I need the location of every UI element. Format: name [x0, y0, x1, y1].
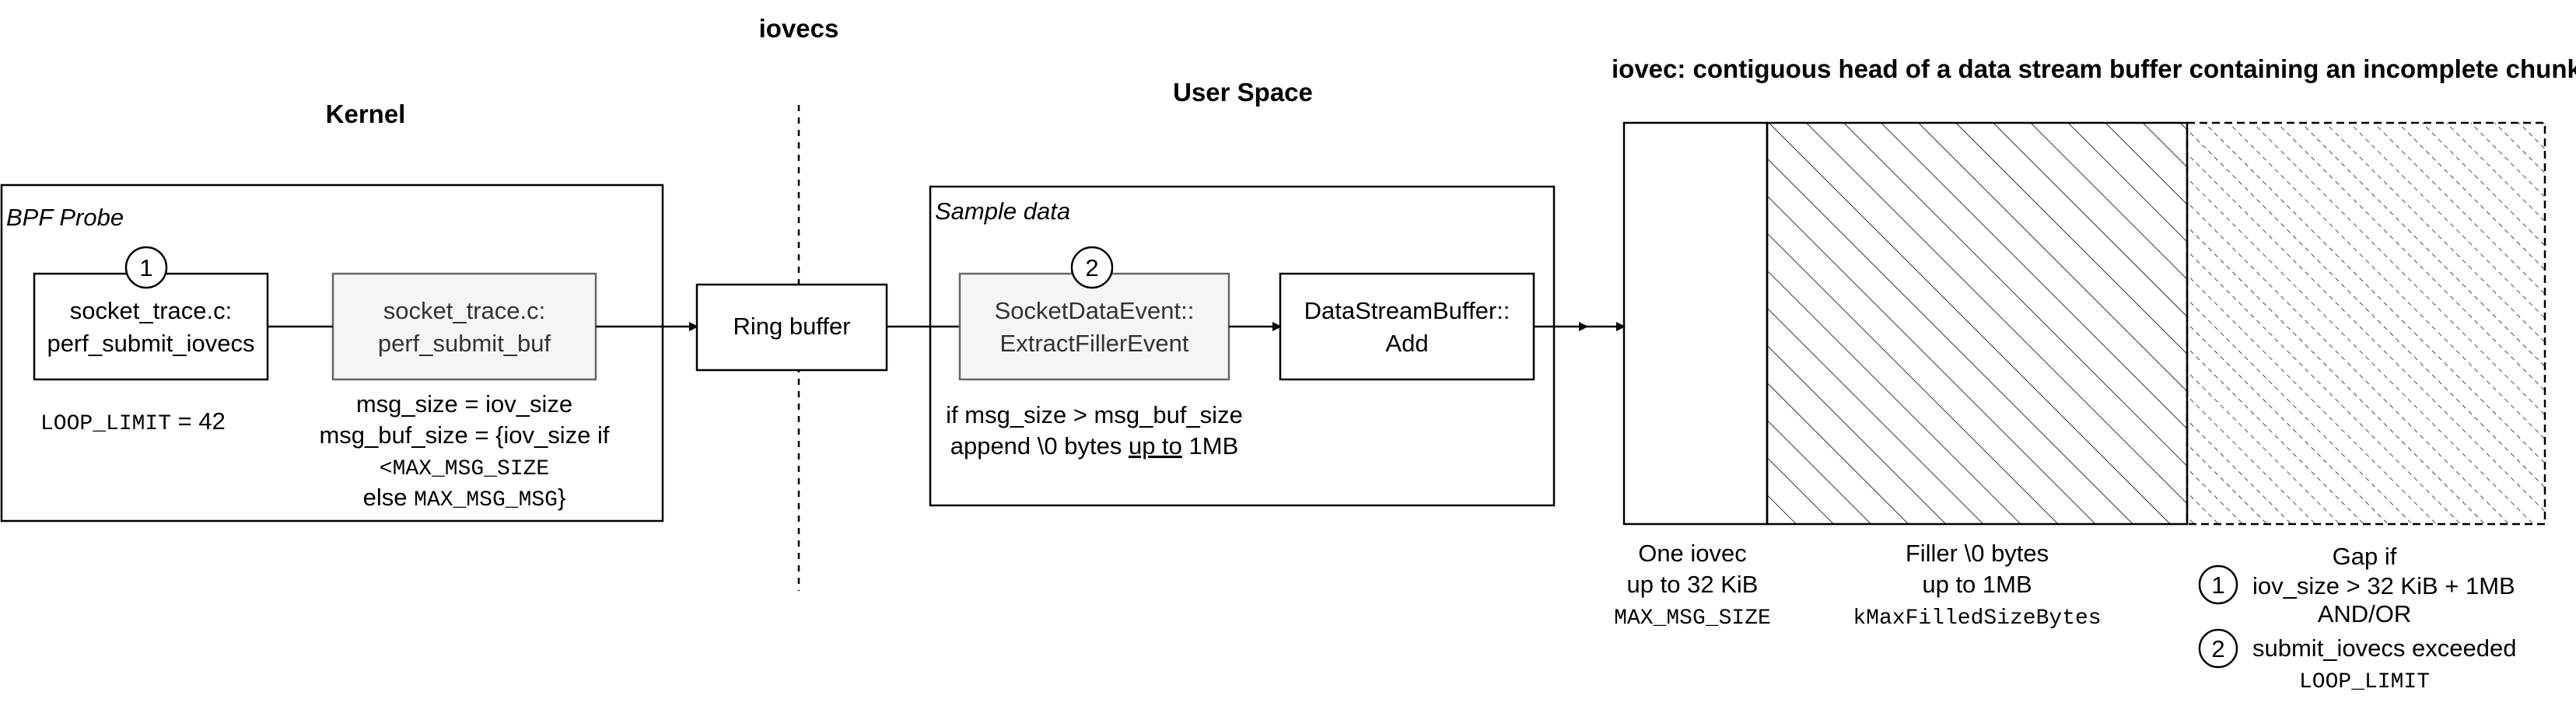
step-2-number: 2: [1085, 254, 1098, 281]
step-1-number: 1: [139, 254, 152, 281]
one-iovec-segment: [1622, 121, 1769, 526]
iovecs-heading: iovecs: [759, 14, 839, 43]
step-2-badge: [1070, 246, 1114, 289]
user-space-heading: User Space: [1173, 78, 1313, 107]
kernel-heading: Kernel: [326, 100, 406, 128]
svg-text:1: 1: [2211, 571, 2224, 599]
gap-step-1-badge: [2198, 564, 2238, 605]
gap-segment: [2186, 121, 2546, 526]
data-stream-buffer-node: DataStreamBuffer:: Add: [1279, 272, 1535, 381]
step-1-badge: [124, 246, 168, 289]
svg-text:up to 1MB: up to 1MB: [1922, 571, 2032, 598]
svg-text:append \0 bytes up to 1MB: append \0 bytes up to 1MB: [950, 432, 1239, 460]
loop-limit-note: LOOP_LIMIT = 42: [40, 407, 226, 436]
svg-text:msg_buf_size = {iov_size if: msg_buf_size = {iov_size if: [319, 421, 609, 449]
sample-data-label: Sample data: [935, 197, 1070, 225]
gap-step-2-badge: [2198, 628, 2238, 669]
svg-text:if msg_size > msg_buf_size: if msg_size > msg_buf_size: [946, 401, 1243, 428]
extract-filler-event-node: SocketDataEvent:: ExtractFillerEvent 2: [958, 246, 1230, 381]
extract-filler-line2: ExtractFillerEvent: [1000, 330, 1189, 357]
svg-text:LOOP_LIMIT: LOOP_LIMIT: [2299, 670, 2430, 694]
perf-submit-buf-line2: perf_submit_buf: [378, 330, 551, 357]
svg-text:msg_size = iov_size: msg_size = iov_size: [356, 390, 572, 418]
svg-text:kMaxFilledSizeBytes: kMaxFilledSizeBytes: [1853, 606, 2101, 631]
svg-text:AND/OR: AND/OR: [2318, 600, 2412, 627]
filler-append-note: if msg_size > msg_buf_size append \0 byt…: [946, 401, 1243, 460]
gap-caption: Gap if 1 iov_size > 32 KiB + 1MB AND/OR …: [2198, 543, 2516, 694]
filler-caption: Filler \0 bytes up to 1MB kMaxFilledSize…: [1853, 540, 2101, 631]
iovec-layout-bar: [1622, 121, 2546, 526]
perf-submit-iovecs-line2: perf_submit_iovecs: [47, 330, 254, 357]
perf-submit-iovecs-node: socket_trace.c: perf_submit_iovecs 1: [33, 246, 269, 381]
data-stream-buffer-line2: Add: [1385, 330, 1428, 357]
ring-buffer-label: Ring buffer: [733, 313, 850, 340]
svg-text:MAX_MSG_SIZE: MAX_MSG_SIZE: [1614, 606, 1771, 631]
svg-text:submit_iovecs exceeded: submit_iovecs exceeded: [2252, 634, 2516, 662]
msg-size-notes: msg_size = iov_size msg_buf_size = {iov_…: [319, 390, 609, 512]
svg-text:else MAX_MSG_MSG}: else MAX_MSG_MSG}: [363, 484, 566, 512]
one-iovec-caption: One iovec up to 32 KiB MAX_MSG_SIZE: [1614, 540, 1771, 631]
filler-segment: [1766, 121, 2189, 526]
perf-submit-iovecs-line1: socket_trace.c:: [70, 297, 232, 324]
svg-text:up to 32 KiB: up to 32 KiB: [1627, 571, 1759, 598]
svg-text:One iovec: One iovec: [1638, 540, 1747, 567]
perf-submit-buf-node: socket_trace.c: perf_submit_buf: [331, 272, 597, 381]
svg-text:Filler \0 bytes: Filler \0 bytes: [1906, 540, 2049, 567]
data-stream-buffer-line1: DataStreamBuffer::: [1304, 297, 1510, 324]
svg-text:<MAX_MSG_SIZE: <MAX_MSG_SIZE: [380, 457, 549, 481]
perf-submit-buf-line1: socket_trace.c:: [383, 297, 545, 324]
extract-filler-line1: SocketDataEvent::: [995, 297, 1195, 324]
svg-text:iov_size > 32 KiB + 1MB: iov_size > 32 KiB + 1MB: [2252, 572, 2515, 599]
iovec-layout-heading: iovec: contiguous head of a data stream …: [1612, 54, 2576, 83]
svg-text:Gap if: Gap if: [2333, 543, 2397, 570]
ring-buffer-node: Ring buffer: [695, 283, 888, 372]
svg-text:2: 2: [2211, 635, 2224, 662]
bpf-probe-label: BPF Probe: [6, 204, 124, 231]
